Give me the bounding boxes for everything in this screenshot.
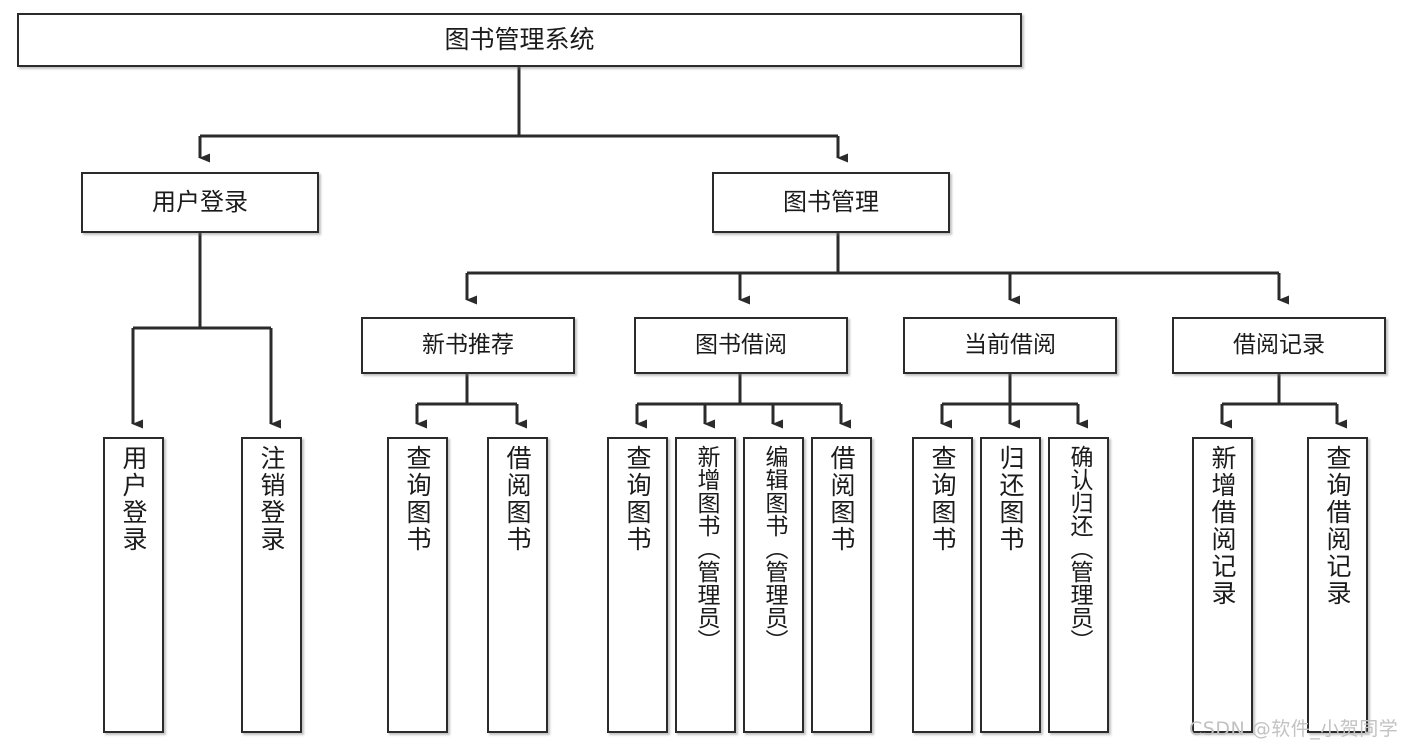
node-book-management[interactable]: 图书管理 (712, 172, 950, 233)
node-label: 借阅图书 (503, 445, 532, 553)
node-label: 注销登录 (257, 445, 286, 553)
node-label: 当前借阅 (964, 331, 1056, 358)
node-label: 用户登录 (119, 445, 148, 553)
node-label: 新书推荐 (422, 331, 514, 358)
node-leaf-add-book-admin[interactable]: 新增图书（管理员） (675, 437, 736, 733)
node-label: 编辑图书（管理员） (761, 445, 787, 652)
node-label: 归还图书 (996, 445, 1025, 553)
node-label: 图书借阅 (695, 331, 787, 358)
node-leaf-query-book-borrow[interactable]: 查询图书 (607, 437, 668, 733)
node-leaf-confirm-return-admin[interactable]: 确认归还（管理员） (1048, 437, 1109, 733)
node-label: 借阅图书 (827, 445, 856, 553)
node-label: 查询借阅记录 (1323, 445, 1352, 607)
node-leaf-user-login[interactable]: 用户登录 (103, 437, 164, 733)
node-current-borrow[interactable]: 当前借阅 (903, 317, 1117, 374)
node-label: 图书管理 (783, 188, 879, 217)
node-leaf-borrow-book[interactable]: 借阅图书 (811, 437, 872, 733)
node-label: 查询图书 (928, 445, 957, 553)
node-label: 用户登录 (152, 188, 248, 217)
node-borrow-record[interactable]: 借阅记录 (1172, 317, 1386, 374)
node-leaf-user-logout[interactable]: 注销登录 (241, 437, 302, 733)
node-root-book-management-system[interactable]: 图书管理系统 (17, 13, 1022, 67)
node-label: 查询图书 (403, 445, 432, 553)
csdn-watermark: CSDN @软件_小贺同学 (1189, 718, 1399, 740)
node-label: 确认归还（管理员） (1066, 445, 1092, 652)
node-leaf-borrow-book-recommend[interactable]: 借阅图书 (487, 437, 548, 733)
node-user-login[interactable]: 用户登录 (81, 172, 319, 233)
node-leaf-query-borrow-record[interactable]: 查询借阅记录 (1307, 437, 1368, 733)
node-leaf-query-book-recommend[interactable]: 查询图书 (387, 437, 448, 733)
node-label: 新增借阅记录 (1208, 445, 1237, 607)
node-new-book-recommend[interactable]: 新书推荐 (361, 317, 575, 374)
node-label: 查询图书 (623, 445, 652, 553)
node-book-borrow[interactable]: 图书借阅 (634, 317, 848, 374)
node-leaf-edit-book-admin[interactable]: 编辑图书（管理员） (743, 437, 804, 733)
node-leaf-add-borrow-record[interactable]: 新增借阅记录 (1192, 437, 1253, 733)
node-leaf-query-book-current[interactable]: 查询图书 (912, 437, 973, 733)
node-label: 新增图书（管理员） (693, 445, 719, 652)
node-leaf-return-book[interactable]: 归还图书 (980, 437, 1041, 733)
node-label: 借阅记录 (1233, 331, 1325, 358)
node-label: 图书管理系统 (444, 25, 595, 55)
